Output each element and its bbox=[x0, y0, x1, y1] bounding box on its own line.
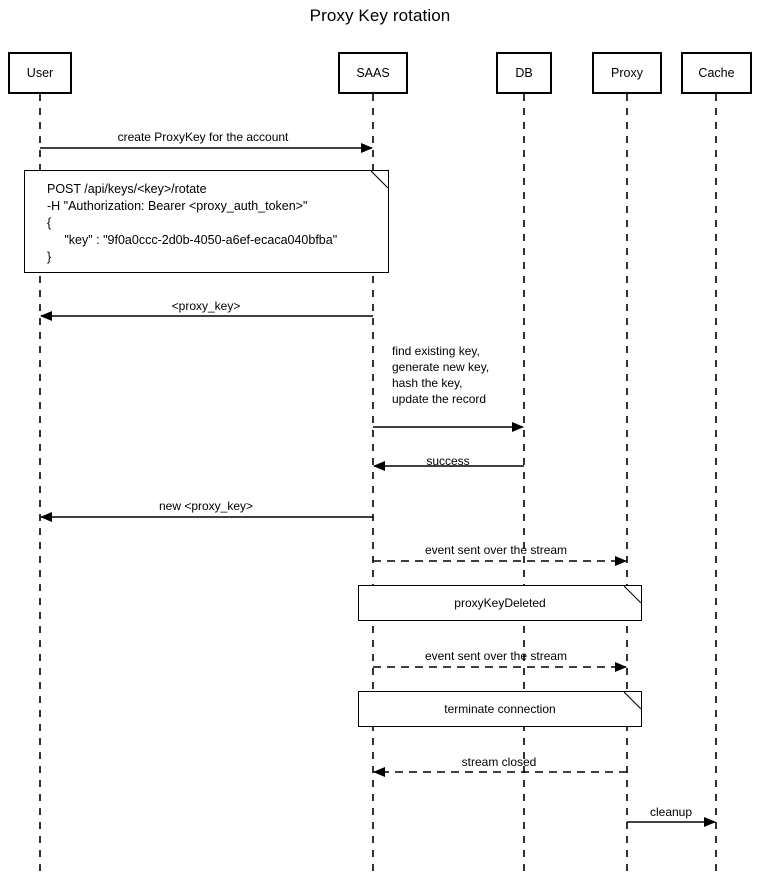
participant-label: Proxy bbox=[611, 66, 643, 80]
note-text: terminate connection bbox=[444, 702, 556, 716]
message-label-stream-closed: stream closed bbox=[461, 755, 537, 769]
page-title: Proxy Key rotation bbox=[309, 6, 451, 25]
message-label-event-stream-2: event sent over the stream bbox=[424, 649, 568, 663]
message-label-new-proxy-key: new <proxy_key> bbox=[158, 499, 254, 513]
note-text: POST /api/keys/<key>/rotate -H "Authoriz… bbox=[47, 182, 338, 264]
internal-steps-note: find existing key, generate new key, has… bbox=[392, 344, 490, 406]
note-terminate-connection-note: terminate connection bbox=[358, 691, 642, 727]
note-post-request-note: POST /api/keys/<key>/rotate -H "Authoriz… bbox=[24, 170, 389, 273]
participant-user[interactable]: User bbox=[8, 52, 72, 94]
note-fold-corner-icon bbox=[624, 692, 641, 709]
message-label-cleanup: cleanup bbox=[649, 805, 693, 819]
participant-db[interactable]: DB bbox=[496, 52, 552, 94]
participant-saas[interactable]: SAAS bbox=[338, 52, 408, 94]
message-label-db-success: success bbox=[426, 454, 470, 468]
participant-label: User bbox=[26, 66, 54, 80]
message-label-event-stream-1: event sent over the stream bbox=[424, 543, 568, 557]
note-fold-corner-icon bbox=[371, 171, 388, 188]
participant-cache[interactable]: Cache bbox=[681, 52, 752, 94]
participant-label: SAAS bbox=[356, 66, 390, 80]
participant-proxy[interactable]: Proxy bbox=[592, 52, 662, 94]
message-label-create-proxykey: create ProxyKey for the account bbox=[117, 130, 289, 144]
note-text: proxyKeyDeleted bbox=[454, 596, 546, 610]
participant-label: Cache bbox=[698, 66, 735, 80]
note-proxy-key-deleted-note: proxyKeyDeleted bbox=[358, 585, 642, 621]
message-label-proxy-key-return: <proxy_key> bbox=[171, 299, 241, 313]
note-fold-corner-icon bbox=[624, 586, 641, 603]
participant-label: DB bbox=[515, 66, 533, 80]
